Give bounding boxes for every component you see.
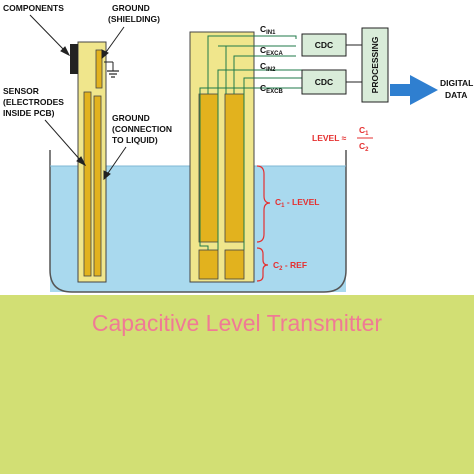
label-sensor-1: SENSOR <box>3 86 39 96</box>
label-digital-2: DATA <box>445 90 467 100</box>
tank-outline <box>49 150 347 293</box>
brace-c1 <box>256 165 271 243</box>
label-ground-liquid-2: (CONNECTION <box>112 124 172 134</box>
brace-c2 <box>256 247 269 282</box>
output-arrow <box>390 75 438 105</box>
cdc-label-b: CDC <box>315 77 333 87</box>
label-sensor-3: INSIDE PCB) <box>3 108 55 118</box>
label-cexcb: CEXCB <box>260 83 283 95</box>
label-cin1: CIN1 <box>260 24 276 36</box>
ground-icon <box>104 61 119 78</box>
electrode-c1a <box>198 93 219 243</box>
banner-title: Capacitive Level Transmitter <box>91 310 383 336</box>
cdc-label-a: CDC <box>315 40 333 50</box>
pointer-arrows <box>29 14 127 181</box>
label-digital-1: DIGITAL <box>440 78 473 88</box>
processing-box <box>361 27 389 103</box>
electrode-c1b <box>224 93 245 243</box>
label-ground-liquid-1: GROUND <box>112 113 150 123</box>
label-c2-ref: C2 - REF <box>273 260 307 272</box>
electrode-c2a <box>198 249 219 280</box>
title-banner <box>0 295 474 474</box>
label-cin2: CIN2 <box>260 61 276 73</box>
fraction-denominator: C2 <box>359 141 369 153</box>
label-c1-level: C1 - LEVEL <box>275 197 319 209</box>
shielding-strip <box>95 49 103 89</box>
probe-electrode-left <box>83 91 92 277</box>
label-cexca: CEXCA <box>260 45 283 57</box>
signal-wires <box>199 35 302 250</box>
processing-label: PROCESSING <box>370 36 380 93</box>
cdc-to-processing <box>346 44 362 83</box>
front-probe <box>189 31 255 283</box>
electrode-c2b <box>224 249 245 280</box>
label-ground-shielding-1: GROUND <box>112 3 150 13</box>
probe-electrode-right <box>93 95 102 277</box>
components-block <box>70 44 78 74</box>
label-components: COMPONENTS <box>3 3 64 13</box>
fraction-numerator: C1 <box>359 125 369 137</box>
label-ground-shielding-2: (SHIELDING) <box>108 14 160 24</box>
label-ground-liquid-3: TO LIQUID) <box>112 135 158 145</box>
label-sensor-2: (ELECTRODES <box>3 97 64 107</box>
cdc-box-b <box>301 69 347 95</box>
level-equation-label: LEVEL ≈ <box>312 133 347 143</box>
